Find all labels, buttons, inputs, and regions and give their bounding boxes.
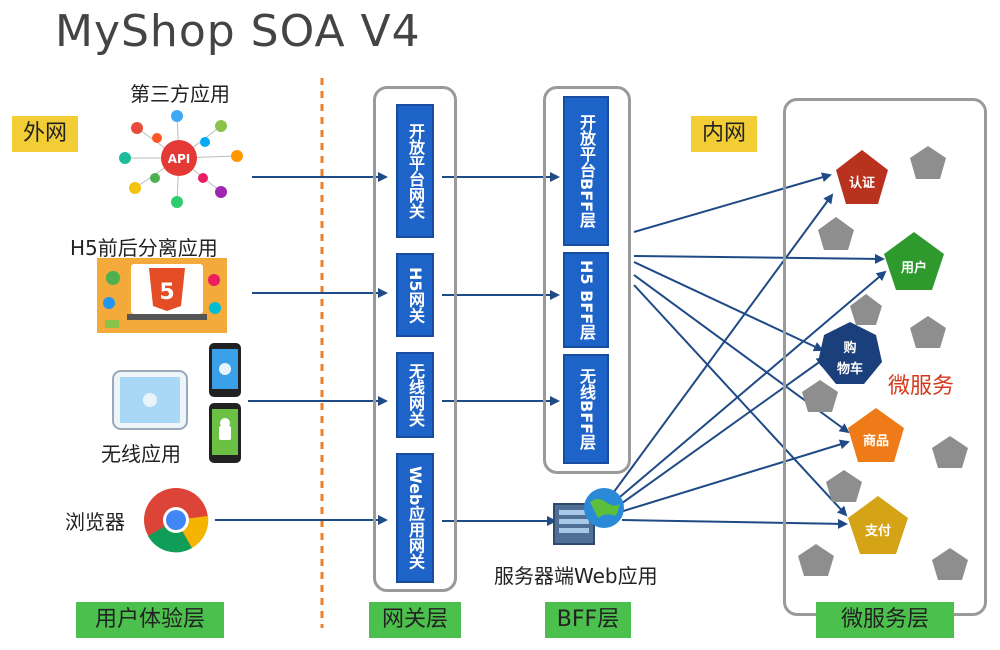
- arrow-server-to-goods: [619, 439, 850, 513]
- api-hub-icon: API: [119, 110, 243, 208]
- tablet-icon: [112, 370, 188, 430]
- user-service-shape: [884, 232, 944, 290]
- gateway-web-app[interactable]: Web应用网关: [396, 453, 434, 583]
- server-web-app-label: 服务器端Web应用: [494, 564, 658, 588]
- gateway-h5[interactable]: H5网关: [396, 253, 434, 337]
- gateway-container: [373, 86, 457, 592]
- bff-container: [543, 86, 631, 474]
- arrow-bff2-to-user: [633, 253, 885, 264]
- html5-badge-text: 5: [159, 280, 174, 305]
- gray-pentagon: [932, 436, 968, 468]
- bff-h5[interactable]: H5 BFF层: [563, 252, 609, 348]
- browser-label: 浏览器: [65, 510, 125, 534]
- iphone-icon: [209, 343, 241, 397]
- cart-service-label-line2[interactable]: 物车: [836, 362, 863, 377]
- layer-gateway-tag: 网关层: [369, 602, 461, 638]
- bff-wireless[interactable]: 无线BFF层: [563, 354, 609, 464]
- pay-service-label[interactable]: 支付: [864, 524, 891, 539]
- bff-open-platform[interactable]: 开放平台BFF层: [563, 96, 609, 246]
- cart-service-label-line1[interactable]: 购: [843, 341, 857, 356]
- android-phone-icon: [209, 403, 241, 463]
- gray-pentagon: [798, 544, 834, 576]
- user-service-label[interactable]: 用户: [900, 261, 927, 276]
- wireless-app-label: 无线应用: [101, 442, 181, 466]
- third-party-app-label: 第三方应用: [130, 82, 230, 106]
- gray-pentagon: [910, 316, 946, 348]
- internal-network-tag: 内网: [691, 116, 757, 152]
- goods-service-shape: [848, 408, 904, 462]
- gateway-open-platform[interactable]: 开放平台网关: [396, 104, 434, 238]
- gateway-wireless[interactable]: 无线网关: [396, 352, 434, 438]
- gray-pentagon: [932, 548, 968, 580]
- gray-pentagon: [910, 146, 946, 179]
- arrow-bff1-to-auth: [633, 172, 832, 233]
- pay-service-shape: [848, 496, 908, 554]
- html5-icon: 5: [97, 258, 227, 333]
- layer-micro-tag: 微服务层: [816, 602, 954, 638]
- gray-pentagon: [850, 294, 882, 325]
- arrow-server-to-user: [613, 270, 887, 503]
- server-globe-icon: [553, 488, 624, 545]
- arrow-bff2-to-cart: [633, 261, 824, 352]
- layer-ux-tag: 用户体验层: [76, 602, 224, 638]
- h5-app-label: H5前后分离应用: [70, 236, 218, 260]
- api-badge-text: API: [168, 152, 191, 166]
- gray-pentagon: [826, 470, 862, 502]
- gray-pentagons: [798, 146, 968, 580]
- page-title: MyShop SOA V4: [55, 6, 421, 57]
- cart-service-shape: [818, 322, 882, 384]
- auth-service-shape: [836, 150, 888, 204]
- arrow-server-to-cart: [617, 356, 827, 507]
- layer-bff-tag: BFF层: [545, 602, 631, 638]
- gray-pentagon: [818, 217, 854, 250]
- external-network-tag: 外网: [12, 116, 78, 152]
- arrow-bff2-to-pay: [633, 284, 848, 517]
- microservices-group-label: 微服务: [888, 374, 955, 399]
- gray-pentagon: [802, 380, 838, 412]
- chrome-browser-icon: [144, 488, 209, 553]
- goods-service-label[interactable]: 商品: [862, 434, 889, 449]
- arrow-server-to-auth: [607, 193, 834, 501]
- arrow-server-to-pay: [621, 518, 848, 529]
- auth-service-label[interactable]: 认证: [848, 176, 875, 191]
